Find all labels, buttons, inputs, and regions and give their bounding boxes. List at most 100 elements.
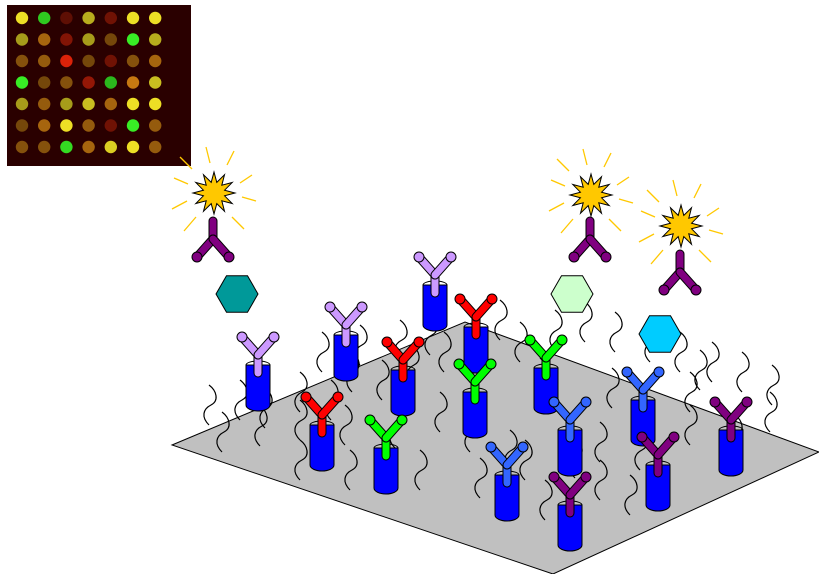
microarray-spot xyxy=(126,76,140,89)
sandwich-teal-complex xyxy=(171,146,280,412)
emission-ray xyxy=(698,249,712,263)
linker-strand xyxy=(764,391,778,433)
microarray-spot xyxy=(82,11,95,25)
microarray-spot xyxy=(82,33,95,46)
linker-strand xyxy=(594,459,608,501)
linker-strand xyxy=(316,331,330,373)
capture-antibody-purple-3 xyxy=(709,396,753,477)
linker-strand xyxy=(216,411,230,453)
emission-ray xyxy=(183,216,197,232)
emission-ray xyxy=(672,179,678,197)
fluorescent-label-icon xyxy=(191,170,237,216)
support-post xyxy=(462,391,488,439)
emission-ray xyxy=(640,210,656,218)
microarray-spot xyxy=(15,97,29,111)
support-post xyxy=(494,474,520,522)
microarray-spot xyxy=(126,140,140,154)
linker-strand xyxy=(624,474,638,516)
microarray-spot xyxy=(15,54,29,68)
linker-strand xyxy=(344,449,358,491)
emission-ray xyxy=(556,158,570,172)
microarray-spot xyxy=(82,97,95,111)
microarray-spot xyxy=(104,33,118,46)
microarray-spot xyxy=(38,76,51,89)
antibody-array xyxy=(171,146,753,552)
linker-strand xyxy=(376,359,390,401)
microarray-image xyxy=(7,5,191,166)
antigen-icon xyxy=(638,315,682,353)
capture-antibody-red-2 xyxy=(454,293,498,374)
capture-antibody-purple-1 xyxy=(636,431,680,512)
detection-antibody xyxy=(568,216,612,263)
support-post xyxy=(333,334,359,382)
linker-strand xyxy=(539,479,553,521)
microarray-spot xyxy=(60,11,73,25)
microarray-spot xyxy=(149,119,162,132)
microarray-spot xyxy=(149,140,162,154)
microarray-spot xyxy=(82,140,95,154)
microarray-spot xyxy=(15,140,29,154)
microarray-spot xyxy=(15,33,29,46)
emission-ray xyxy=(550,179,566,187)
microarray-spot xyxy=(38,140,51,154)
emission-ray xyxy=(618,198,634,204)
capture-antibody-blue-3 xyxy=(485,441,529,522)
microarray-spot xyxy=(60,119,73,132)
linker-strand xyxy=(514,321,528,363)
emission-ray xyxy=(226,150,235,166)
microarray-spot xyxy=(104,54,118,68)
microarray-spot xyxy=(15,11,29,25)
capture-antibody-purple-2 xyxy=(548,471,592,552)
emission-ray xyxy=(693,183,702,199)
linker-strand xyxy=(579,301,593,343)
linker-strand xyxy=(674,331,688,373)
microarray-spot xyxy=(38,119,51,132)
linker-strand xyxy=(694,349,708,391)
linker-strand xyxy=(736,351,750,393)
linker-strand xyxy=(339,404,353,446)
linker-strand xyxy=(234,379,248,421)
emission-ray xyxy=(239,174,253,184)
detection-antibody xyxy=(191,216,235,263)
linker-strand xyxy=(606,367,620,409)
microarray-spot xyxy=(82,76,95,89)
support-post xyxy=(309,424,335,472)
microarray-spot xyxy=(82,119,95,132)
support-post xyxy=(245,364,271,412)
emission-ray xyxy=(560,218,574,234)
microarray-spot xyxy=(126,119,140,132)
microarray-spot xyxy=(104,11,118,25)
linker-strand xyxy=(438,331,452,373)
capture-antibody-blue-2 xyxy=(548,396,592,477)
emission-ray xyxy=(582,148,588,166)
microarray-spot xyxy=(104,119,118,132)
capture-antibody-green-3 xyxy=(364,414,408,495)
microarray-background xyxy=(7,5,191,166)
linker-strand xyxy=(766,364,780,406)
support-post xyxy=(718,429,744,477)
emission-ray xyxy=(603,152,612,168)
detection-antibody xyxy=(658,249,702,296)
linker-strand xyxy=(294,439,308,481)
linker-strand xyxy=(294,371,308,413)
emission-ray xyxy=(608,218,622,232)
emission-ray xyxy=(638,233,655,243)
fluorescent-label-icon xyxy=(568,172,614,218)
support-post xyxy=(373,447,399,495)
emission-ray xyxy=(650,249,664,265)
emission-ray xyxy=(241,196,257,202)
microarray-spot xyxy=(60,140,73,154)
microarray-spot xyxy=(38,54,51,68)
support-post xyxy=(557,429,583,477)
emission-ray xyxy=(179,156,193,170)
microarray-spot xyxy=(126,54,140,68)
linker-strand xyxy=(254,405,268,447)
antigen-icon xyxy=(215,275,259,313)
emission-ray xyxy=(171,200,188,210)
microarray-spot xyxy=(38,33,51,46)
microarray-spot xyxy=(38,11,51,25)
emission-ray xyxy=(706,207,720,217)
emission-ray xyxy=(205,146,211,164)
sandwich-cyan-complex xyxy=(621,179,724,447)
microarray-spot xyxy=(149,76,162,89)
